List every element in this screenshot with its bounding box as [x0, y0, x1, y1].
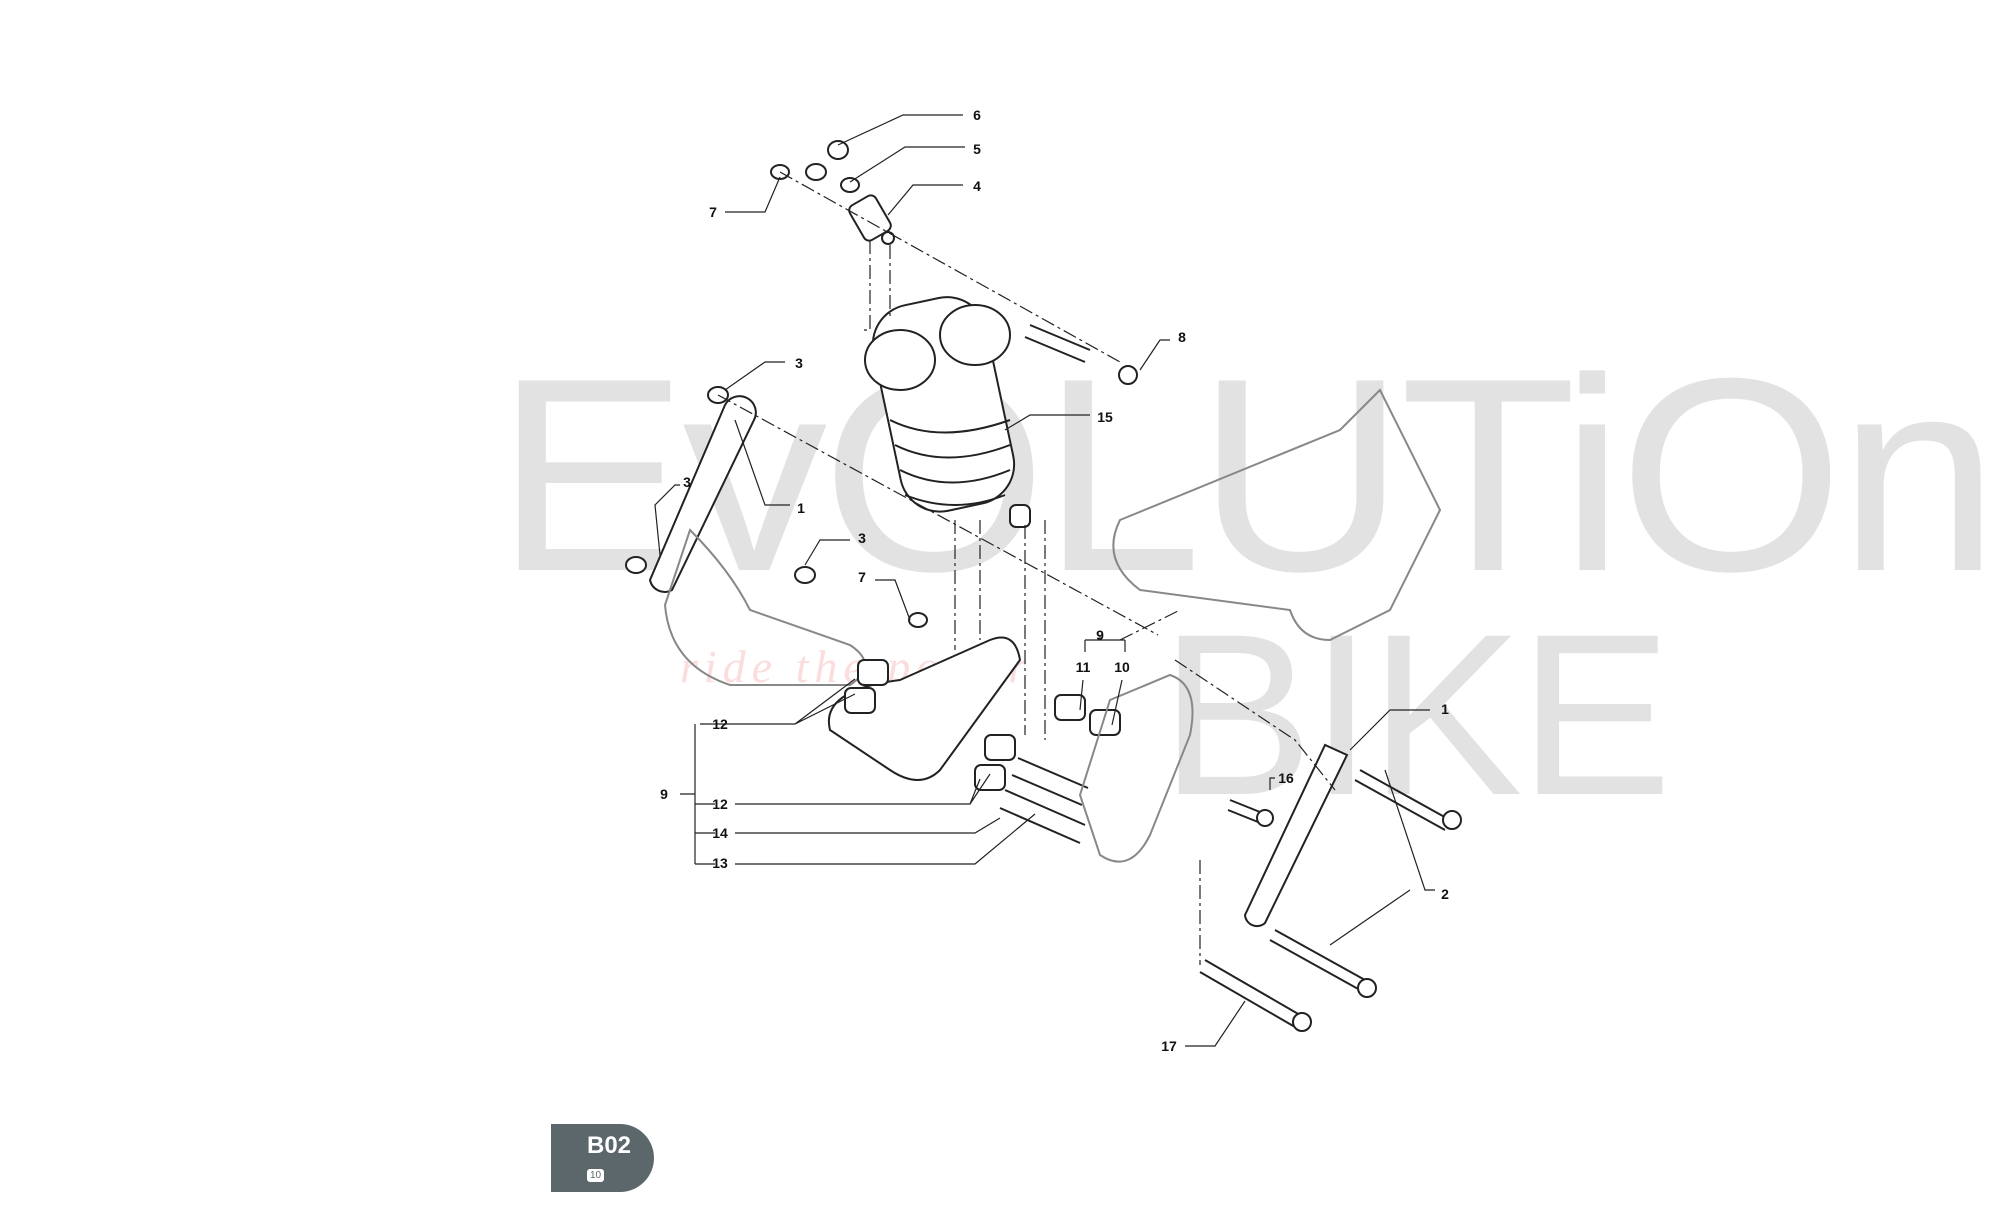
callout-12: 12: [712, 716, 728, 732]
frame-bracket-left: [663, 528, 866, 686]
callout-4: 4: [973, 178, 981, 194]
assembly-lines: [717, 171, 1336, 965]
section-subcode: 10: [587, 1169, 605, 1182]
bolt-8: [1024, 324, 1138, 385]
callout-1: 1: [797, 500, 805, 516]
callout-13: 13: [712, 855, 728, 871]
watermark-line2: BIKE: [1160, 586, 1672, 843]
callout-9: 9: [1096, 627, 1104, 643]
callout-6: 6: [973, 107, 981, 123]
callout-3: 3: [795, 355, 803, 371]
callout-11: 11: [1075, 659, 1091, 675]
callout-12: 12: [712, 796, 728, 812]
callout-10: 10: [1114, 659, 1130, 675]
callout-8: 8: [1178, 329, 1186, 345]
link-left: [648, 395, 757, 593]
callout-7: 7: [858, 569, 866, 585]
callout-5: 5: [973, 141, 981, 157]
callout-9: 9: [660, 786, 668, 802]
callout-1: 1: [1441, 701, 1449, 717]
leader-lines: [654, 114, 1435, 1047]
callout-14: 14: [712, 825, 728, 841]
callout-16: 16: [1278, 770, 1294, 786]
bolts: [1199, 769, 1462, 1032]
top-mount: [770, 140, 895, 245]
bushings: [844, 659, 1121, 844]
callout-2: 2: [1441, 886, 1449, 902]
callout-7: 7: [709, 204, 717, 220]
callout-3: 3: [858, 530, 866, 546]
watermark-line1: EvOLUTiOn: [495, 321, 1999, 629]
frame-bracket-right: [1078, 673, 1194, 863]
callout-15: 15: [1097, 409, 1113, 425]
swingarm: [1112, 388, 1442, 642]
link-right: [1243, 743, 1349, 928]
section-code: B02: [587, 1132, 632, 1159]
callout-3: 3: [683, 474, 691, 490]
callout-17: 17: [1161, 1038, 1177, 1054]
shock-absorber: [864, 296, 1031, 528]
section-badge: B02 10: [551, 1124, 654, 1192]
